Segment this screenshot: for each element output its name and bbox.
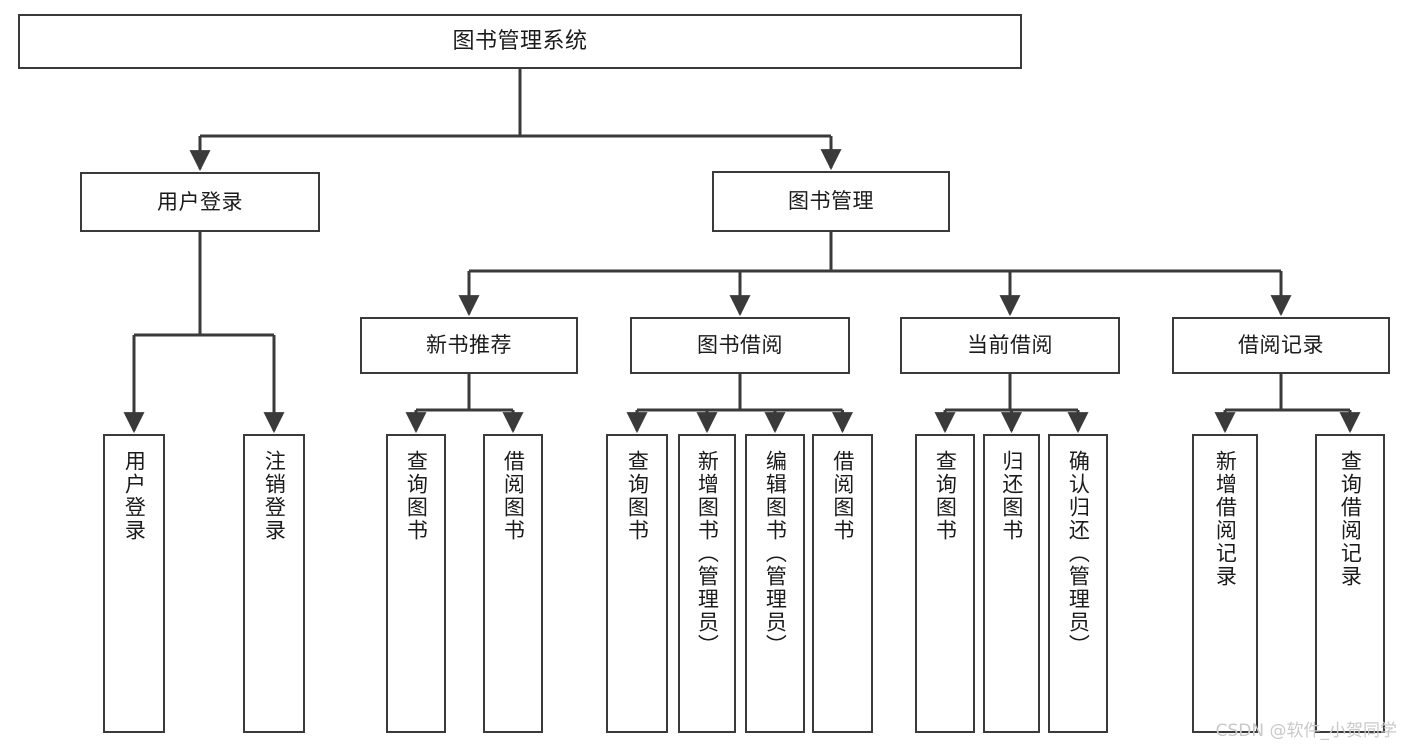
leaf-record-query-record[interactable]: 查询借阅记录 xyxy=(1315,434,1385,733)
node-new-book-recommend-label: 新书推荐 xyxy=(426,333,512,358)
node-root[interactable]: 图书管理系统 xyxy=(18,14,1022,69)
leaf-user-login[interactable]: 用户登录 xyxy=(103,434,165,733)
leaf-recommend-query-book-label: 查询图书 xyxy=(404,450,429,542)
leaf-borrow-add-book[interactable]: 新增图书（管理员） xyxy=(678,434,736,733)
leaf-record-add-record-label: 新增借阅记录 xyxy=(1213,450,1238,588)
node-book-manage-label: 图书管理 xyxy=(788,189,874,214)
leaf-user-login-label: 用户登录 xyxy=(122,450,147,542)
leaf-current-return-book-label: 归还图书 xyxy=(999,450,1024,542)
leaf-borrow-add-book-label: 新增图书（管理员） xyxy=(695,450,720,657)
leaf-record-query-record-label: 查询借阅记录 xyxy=(1338,450,1363,588)
node-new-book-recommend[interactable]: 新书推荐 xyxy=(360,317,578,374)
leaf-current-confirm-return-label: 确认归还（管理员） xyxy=(1066,450,1091,657)
leaf-current-query-book-label: 查询图书 xyxy=(933,450,958,542)
leaf-user-logout-label: 注销登录 xyxy=(262,450,287,542)
node-user-login-label: 用户登录 xyxy=(157,189,243,214)
leaf-recommend-borrow-book-label: 借阅图书 xyxy=(501,450,526,542)
node-borrow-record-label: 借阅记录 xyxy=(1238,333,1324,358)
node-borrow-record[interactable]: 借阅记录 xyxy=(1172,317,1390,374)
leaf-record-add-record[interactable]: 新增借阅记录 xyxy=(1192,434,1258,733)
node-user-login[interactable]: 用户登录 xyxy=(80,172,320,232)
leaf-current-query-book[interactable]: 查询图书 xyxy=(915,434,975,733)
leaf-current-return-book[interactable]: 归还图书 xyxy=(983,434,1040,733)
leaf-recommend-borrow-book[interactable]: 借阅图书 xyxy=(483,434,543,733)
node-root-label: 图书管理系统 xyxy=(452,28,588,54)
node-current-borrow[interactable]: 当前借阅 xyxy=(900,317,1120,374)
node-book-borrow[interactable]: 图书借阅 xyxy=(630,317,850,374)
leaf-borrow-query-book[interactable]: 查询图书 xyxy=(606,434,668,733)
node-current-borrow-label: 当前借阅 xyxy=(967,333,1053,358)
leaf-current-confirm-return[interactable]: 确认归还（管理员） xyxy=(1048,434,1108,733)
leaf-borrow-lend-book[interactable]: 借阅图书 xyxy=(812,434,873,733)
node-book-manage[interactable]: 图书管理 xyxy=(712,171,950,232)
node-book-borrow-label: 图书借阅 xyxy=(697,333,783,358)
leaf-borrow-query-book-label: 查询图书 xyxy=(625,450,650,542)
leaf-user-logout[interactable]: 注销登录 xyxy=(243,434,305,733)
leaf-borrow-edit-book[interactable]: 编辑图书（管理员） xyxy=(745,434,805,733)
leaf-borrow-edit-book-label: 编辑图书（管理员） xyxy=(763,450,788,657)
leaf-borrow-lend-book-label: 借阅图书 xyxy=(830,450,855,542)
csdn-watermark: CSDN @软件_小贺同学 xyxy=(1215,721,1397,741)
leaf-recommend-query-book[interactable]: 查询图书 xyxy=(386,434,446,733)
